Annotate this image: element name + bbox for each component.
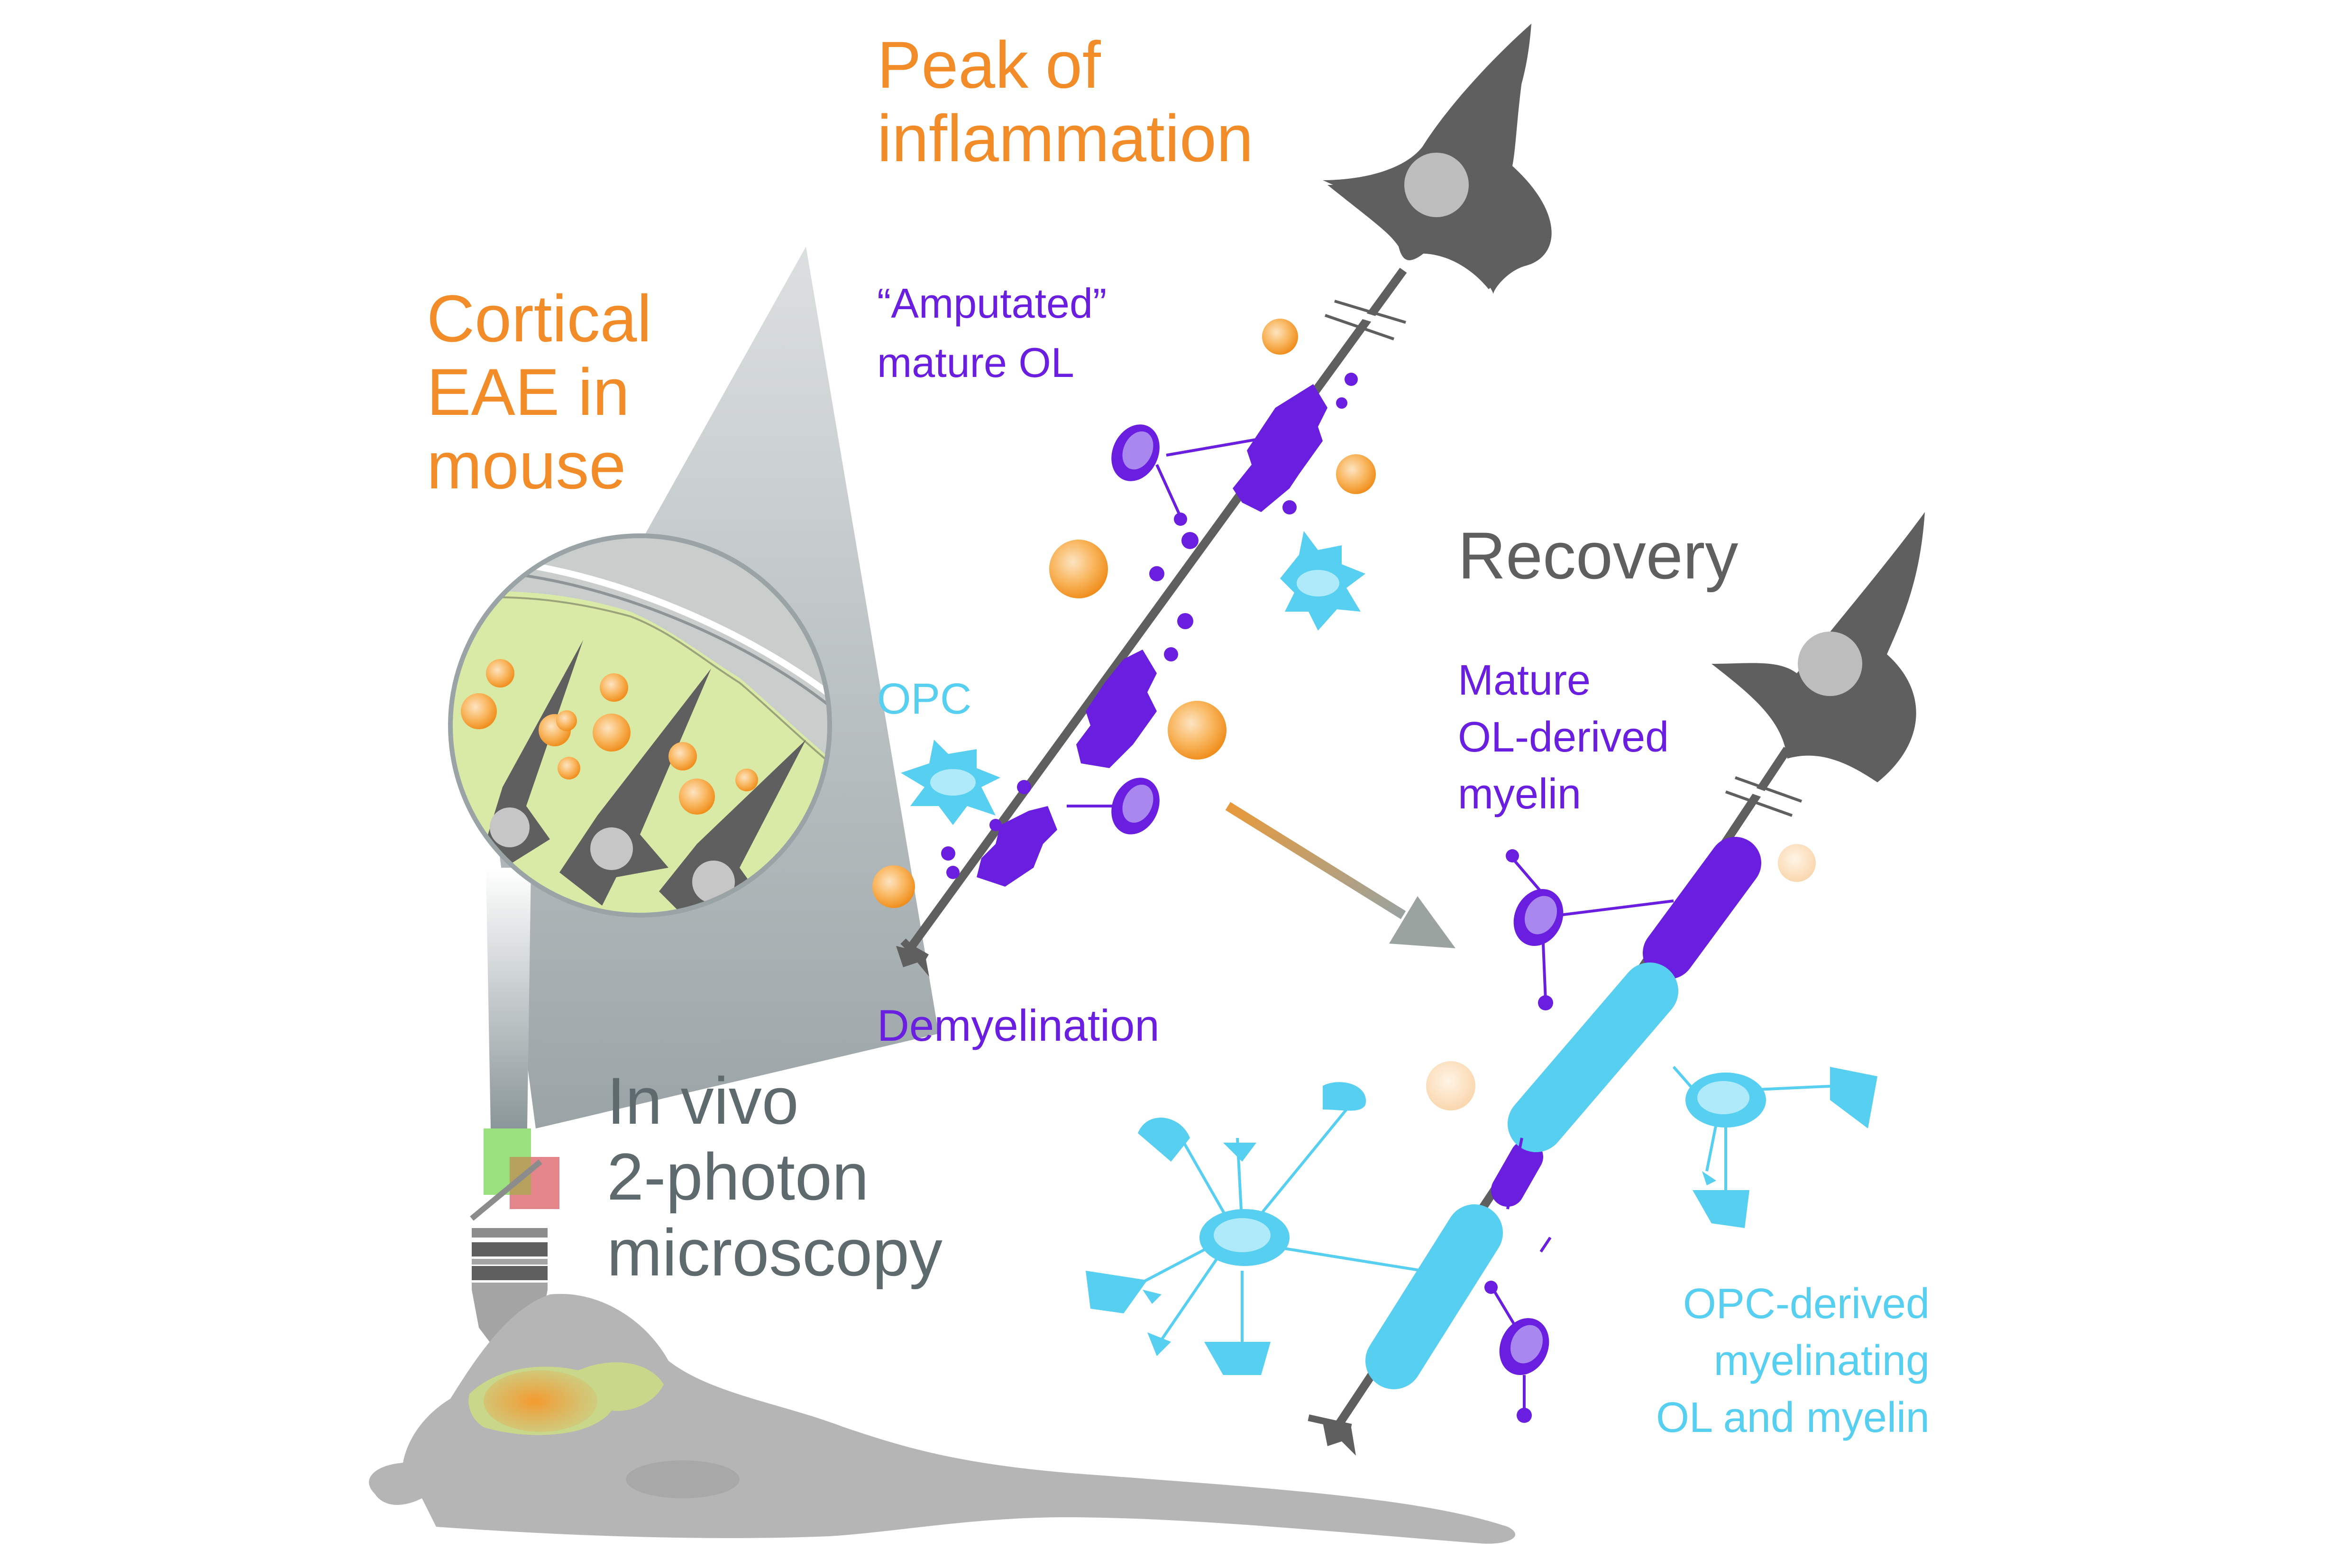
- invivo-line-3: microscopy: [607, 1215, 943, 1290]
- cortical-line-1: Cortical: [427, 281, 652, 356]
- peak-line-3: inflammation: [877, 101, 1254, 175]
- light-beam: [486, 868, 531, 1128]
- opc-cell: [901, 531, 1365, 825]
- recovery-arrow: [1225, 802, 1455, 948]
- amputated-ol-cell: [1067, 424, 1276, 834]
- mature-line-3: myelin: [1458, 770, 1581, 818]
- cortex-neuron-3: [659, 740, 806, 915]
- invivo-line-1: In vivo: [607, 1064, 799, 1138]
- mature-myelin: [1491, 837, 1761, 1253]
- recovery-cells: [1426, 844, 1816, 1110]
- cortical-line-3: mouse: [427, 428, 626, 503]
- label-opc: OPC: [877, 675, 971, 723]
- cortex-neuron-1: [484, 640, 583, 863]
- label-cortical-eae: Cortical EAE in mouse: [427, 281, 652, 503]
- inflammatory-cells: [872, 319, 1376, 908]
- mature-ol-cell: [1484, 849, 1674, 1423]
- opc-derived-ol-cell: [1086, 1066, 1877, 1375]
- invivo-line-2: 2-photon: [607, 1139, 869, 1214]
- mouse-icon: [369, 1293, 1516, 1544]
- label-opc-derived: OPC-derived myelinating OL and myelin: [1656, 1280, 1930, 1441]
- peak-line-2: of: [1045, 28, 1101, 102]
- opcderived-line-1: OPC-derived: [1683, 1280, 1930, 1328]
- cortex-magnifier: [448, 533, 832, 917]
- label-in-vivo-microscopy: In vivo 2-photon microscopy: [607, 1064, 943, 1290]
- label-demyelination: Demyelination: [877, 1000, 1160, 1050]
- objective-lens-icon: [470, 1128, 559, 1366]
- cortex-neuron-2: [559, 669, 711, 906]
- mature-line-2: OL-derived: [1458, 714, 1669, 761]
- peak-line-1: Peak: [877, 28, 1029, 102]
- amputated-line-1: “Amputated”: [877, 280, 1107, 327]
- label-mature-ol-myelin: Mature OL-derived myelin: [1458, 657, 1669, 818]
- amputated-line-2: mature OL: [877, 339, 1074, 386]
- opcderived-line-2: myelinating: [1714, 1337, 1930, 1385]
- damaged-myelin: [941, 373, 1358, 887]
- opc-derived-myelin: [1365, 963, 1678, 1389]
- opcderived-line-3: OL and myelin: [1656, 1394, 1930, 1441]
- pyramidal-neuron-icon: [896, 24, 1552, 977]
- label-peak-of-inflammation: Peak of inflammation: [877, 28, 1254, 175]
- label-recovery: Recovery: [1458, 518, 1738, 593]
- label-amputated-ol: “Amputated” mature OL: [877, 280, 1107, 386]
- cortical-line-2: EAE in: [427, 355, 630, 429]
- mature-line-1: Mature: [1458, 657, 1591, 704]
